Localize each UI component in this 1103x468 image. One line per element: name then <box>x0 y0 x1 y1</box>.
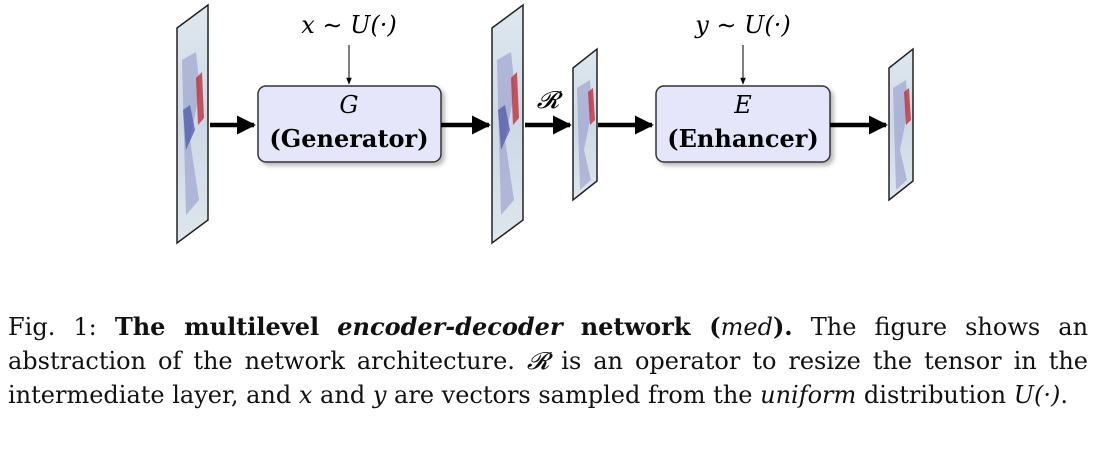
caption-text-1: The figure shows an abstraction of the n… <box>8 313 1089 375</box>
resized-map-panel <box>572 47 598 202</box>
generator-label: (Generator) <box>269 124 428 153</box>
input-map-panel <box>176 3 209 245</box>
caption-title-italic: encoder-decoder <box>337 312 563 341</box>
caption-text-5: distribution <box>863 381 1007 409</box>
caption-title-part3: ). <box>772 312 793 341</box>
caption-uniform: uniform <box>760 381 857 409</box>
figure-label: Fig. 1: <box>8 313 97 341</box>
caption-var-y: y <box>372 381 387 409</box>
noise-y-label: y ∼ U(·) <box>694 11 791 39</box>
generator-symbol: G <box>339 91 358 119</box>
caption-title-part2: network ( <box>580 312 721 341</box>
caption-resize-symbol: 𝓡 <box>526 347 550 375</box>
output-map-panel <box>888 47 914 202</box>
caption-text-3: and <box>320 381 366 409</box>
caption-text-6: . <box>1060 381 1068 409</box>
caption-distribution: U(·) <box>1013 381 1061 409</box>
caption-var-x: x <box>298 381 313 409</box>
caption-text-2: is an operator to resize the tensor in t… <box>8 347 1088 409</box>
enhancer-symbol: E <box>733 91 752 119</box>
figure-caption: Fig. 1: The multilevel encoder-decoder n… <box>8 310 1088 412</box>
noise-x-label: x ∼ U(·) <box>301 11 396 39</box>
resize-operator-label: 𝓡 <box>537 86 564 114</box>
architecture-diagram: G (Generator) x ∼ U(·) 𝓡 E (Enhancer) y … <box>176 3 914 245</box>
caption-title-part1: The multilevel <box>114 312 320 341</box>
caption-title-math: med <box>720 313 773 341</box>
enhancer-block: E (Enhancer) <box>655 85 831 163</box>
enhancer-label: (Enhancer) <box>667 124 818 153</box>
generated-map-panel <box>491 3 524 245</box>
caption-text-4: are vectors sampled from the <box>394 381 753 409</box>
generator-block: G (Generator) <box>257 85 442 163</box>
